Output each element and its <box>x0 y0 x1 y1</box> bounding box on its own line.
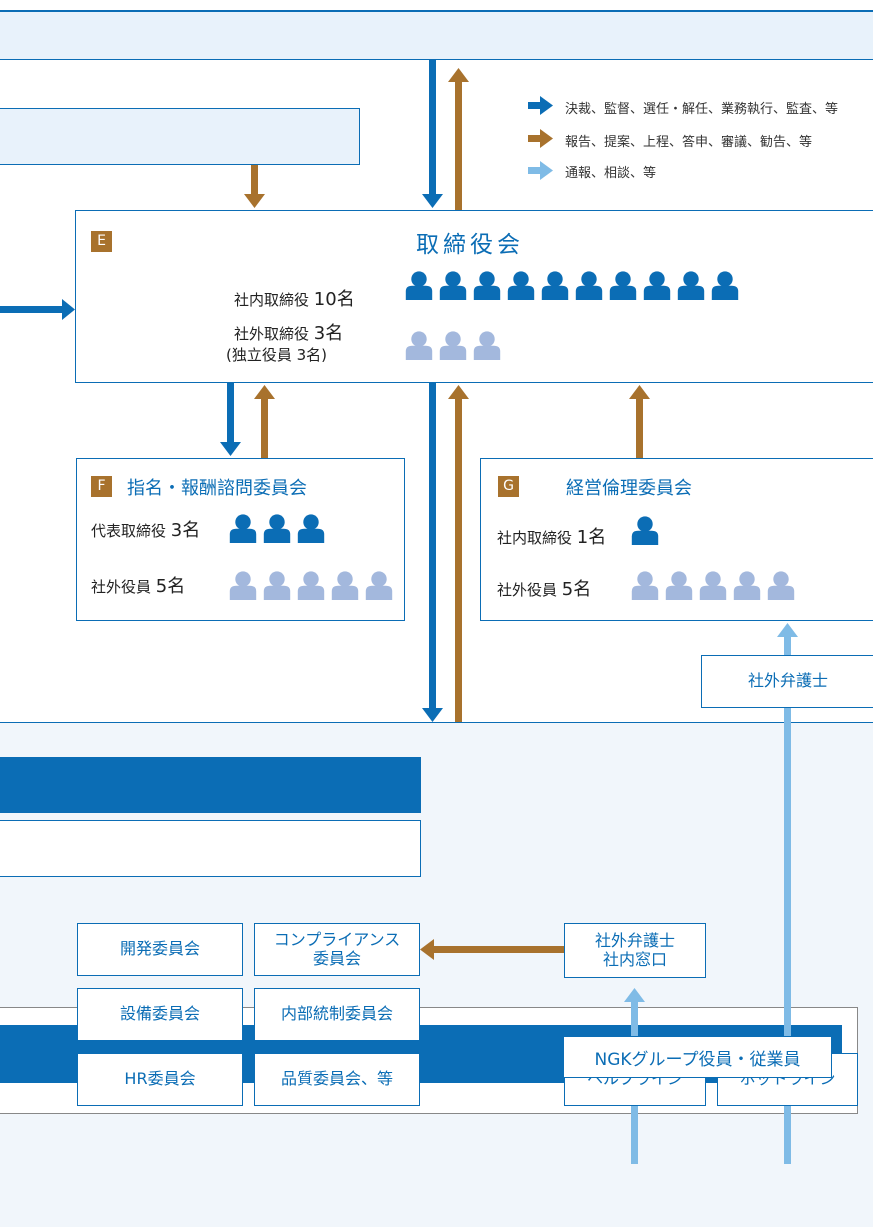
nomination-rep-person-icon <box>229 514 257 543</box>
legend-arrow-report <box>528 129 553 148</box>
arrow-left-to-board <box>0 299 75 320</box>
board-external-label: 社外取締役 <box>234 325 310 343</box>
nomination-outside-person-icon <box>297 571 325 600</box>
board-external-person-icon <box>405 331 433 360</box>
committee-facility: 設備委員会 <box>77 988 243 1041</box>
board-internal-person-icon <box>405 271 433 300</box>
board-external-person-icon <box>439 331 467 360</box>
ethics-internal-count: 1名 <box>576 527 607 548</box>
execution-sub-box <box>0 820 421 877</box>
board-internal-person-icon <box>677 271 705 300</box>
board-internal-person-icon <box>609 271 637 300</box>
ethics-outside-person-icon <box>631 571 659 600</box>
group-employees-box: NGKグループ役員・従業員 <box>563 1036 832 1078</box>
arrow-hotline-to-ethics <box>777 623 798 1164</box>
board-title: 取締役会 <box>416 232 524 258</box>
board-internal-person-icon <box>439 271 467 300</box>
ethics-outside-person-icon <box>699 571 727 600</box>
ethics-outside-person-icon <box>767 571 795 600</box>
shareholders-meeting-box <box>0 108 360 165</box>
ethics-outside-person-icon <box>733 571 761 600</box>
people-icons <box>229 271 795 600</box>
arrow-board-to-top <box>448 68 469 210</box>
committee-internal-control: 内部統制委員会 <box>254 988 420 1041</box>
nomination-rep-person-icon <box>297 514 325 543</box>
outside-lawyer-box: 社外弁護士 <box>701 655 873 708</box>
arrow-nomination-to-board <box>254 385 275 458</box>
ethics-outside-label: 社外役員 <box>497 581 558 599</box>
arrow-window-to-compliance <box>420 939 564 960</box>
legend-label-decision: 決裁、監督、選任・解任、業務執行、監査、等 <box>565 102 839 117</box>
nomination-rep-label: 代表取締役 <box>91 522 167 540</box>
board-internal-person-icon <box>507 271 535 300</box>
ethics-outside-count: 5名 <box>561 579 592 600</box>
arrow-execution-to-board <box>448 385 469 722</box>
legend-label-whistle: 通報、相談、等 <box>565 166 657 181</box>
legend-arrow-whistle <box>528 161 553 180</box>
nomination-outside-person-icon <box>365 571 393 600</box>
committee-development: 開発委員会 <box>77 923 243 976</box>
committee-hr: HR委員会 <box>77 1053 243 1106</box>
committee-compliance: コンプライアンス 委員会 <box>254 923 420 976</box>
top-band <box>0 10 873 60</box>
nomination-outside-label: 社外役員 <box>91 578 152 596</box>
ethics-internal-person-icon <box>631 516 659 545</box>
board-internal-label: 社内取締役 <box>234 291 310 309</box>
arrow-helpline-to-window <box>624 988 645 1164</box>
legend-label-report: 報告、提案、上程、答申、審議、勧告、等 <box>565 135 813 150</box>
nomination-outside-row: 社外役員 5名 <box>91 572 185 598</box>
nomination-outside-count: 5名 <box>155 576 186 597</box>
nomination-rep-person-icon <box>263 514 291 543</box>
nomination-outside-person-icon <box>331 571 359 600</box>
arrow-top-to-board <box>422 60 443 208</box>
board-internal-person-icon <box>473 271 501 300</box>
committee-quality: 品質委員会、等 <box>254 1053 420 1106</box>
board-internal-person-icon <box>575 271 603 300</box>
board-external-person-icon <box>473 331 501 360</box>
board-internal-count: 10名 <box>313 289 355 310</box>
nomination-tag: F <box>91 476 112 497</box>
nomination-title: 指名・報酬諮問委員会 <box>127 478 307 499</box>
board-external-count: 3名 <box>313 323 344 344</box>
ethics-internal-row: 社内取締役 1名 <box>497 523 606 549</box>
board-internal-person-icon <box>541 271 569 300</box>
reporting-window-box: 社外弁護士 社内窓口 <box>564 923 706 978</box>
execution-header-bar <box>0 757 421 813</box>
ethics-internal-label: 社内取締役 <box>497 529 573 547</box>
arrow-gms-to-board <box>244 165 265 208</box>
nomination-rep-count: 3名 <box>170 520 201 541</box>
legend-arrow-decision <box>528 96 553 115</box>
board-external-row: 社外取締役 3名 <box>234 319 343 345</box>
arrow-board-to-execution <box>422 383 443 722</box>
arrow-board-to-nomination <box>220 383 241 456</box>
ethics-title: 経営倫理委員会 <box>566 478 692 499</box>
nomination-outside-person-icon <box>229 571 257 600</box>
ethics-outside-person-icon <box>665 571 693 600</box>
ethics-tag: G <box>498 476 519 497</box>
nomination-outside-person-icon <box>263 571 291 600</box>
board-internal-person-icon <box>711 271 739 300</box>
board-tag: E <box>91 231 112 252</box>
board-independent-label: (独立役員 3名) <box>226 346 328 364</box>
ethics-outside-row: 社外役員 5名 <box>497 575 591 601</box>
nomination-rep-row: 代表取締役 3名 <box>91 516 200 542</box>
board-internal-row: 社内取締役 10名 <box>234 285 355 311</box>
board-internal-person-icon <box>643 271 671 300</box>
arrow-ethics-to-board <box>629 385 650 458</box>
